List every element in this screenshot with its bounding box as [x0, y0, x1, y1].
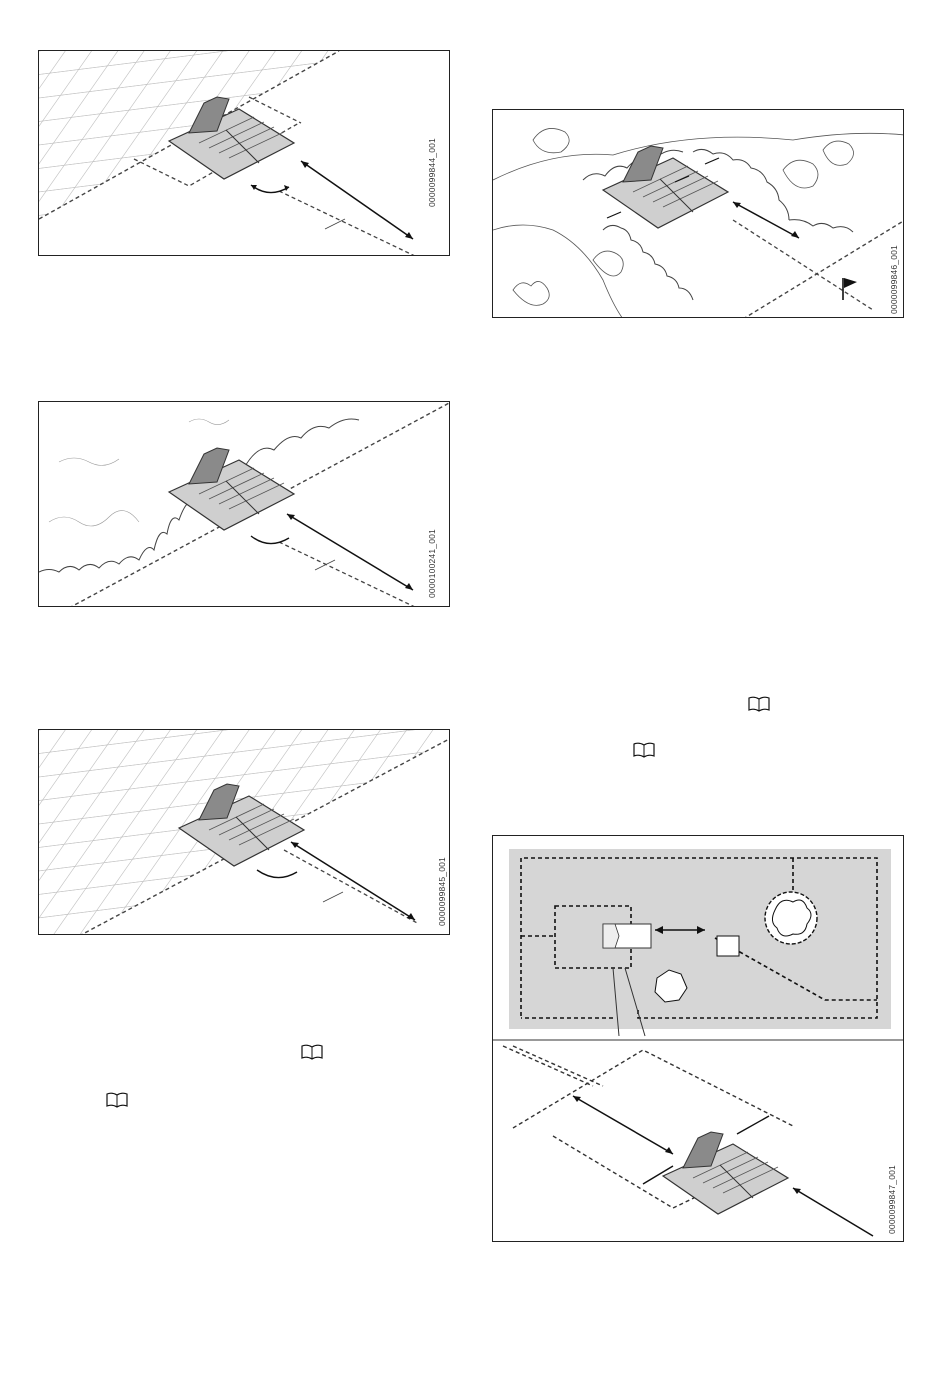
illustration-plan-and-detail [493, 836, 904, 1242]
docking-station [169, 448, 294, 530]
docking-station [603, 146, 728, 228]
figure-code: 0000099847_001 [887, 1165, 897, 1234]
book-icon [748, 696, 770, 712]
figure-code: 0000099844_001 [427, 138, 437, 207]
illustration-garden [493, 110, 904, 318]
illustration-paving-alt [39, 730, 450, 935]
book-icon [106, 1092, 128, 1108]
figure-docking-station-flowerbed: 0000100241_001 [38, 401, 450, 607]
docking-station [663, 1132, 788, 1214]
illustration-paving [39, 51, 450, 256]
figure-docking-station-paving: 0000099844_001 [38, 50, 450, 256]
illustration-flowerbed [39, 402, 450, 607]
figure-code: 0000099846_001 [889, 245, 899, 314]
figure-docking-station-garden: 0000099846_001 [492, 109, 904, 318]
docking-station-plan-view [603, 924, 651, 948]
book-icon [301, 1044, 323, 1060]
flag-icon [843, 278, 857, 300]
figure-docking-station-plan: 0000099847_001 [492, 835, 904, 1242]
book-icon [633, 742, 655, 758]
tree-icon [765, 892, 817, 944]
figure-code: 0000099845_001 [437, 857, 447, 926]
figure-code: 0000100241_001 [427, 529, 437, 598]
figure-docking-station-paving-alt: 0000099845_001 [38, 729, 450, 935]
